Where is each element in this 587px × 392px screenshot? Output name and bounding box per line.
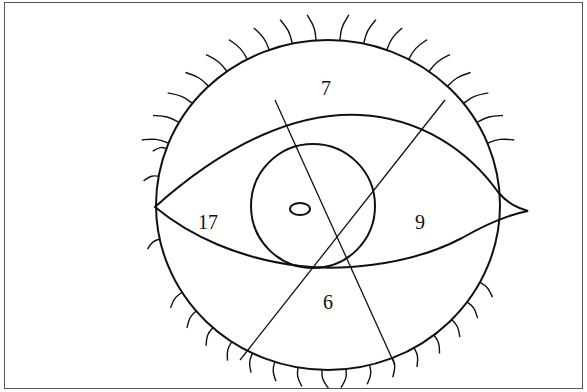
outer-circle — [156, 40, 500, 370]
eyelash — [487, 139, 514, 143]
eyelash — [307, 15, 316, 40]
eyelash — [467, 302, 477, 318]
eyelash — [452, 320, 460, 338]
eyelash — [409, 40, 427, 60]
eyelash — [250, 353, 253, 372]
eyelash — [340, 15, 349, 40]
eyelash — [142, 139, 169, 143]
eyelash — [464, 93, 489, 103]
eyelash — [364, 20, 376, 44]
region-number: 6 — [321, 291, 335, 313]
cross-line — [275, 100, 395, 365]
eyelash — [227, 342, 232, 361]
eyelash — [153, 116, 179, 123]
eye-outline — [155, 115, 528, 268]
eyelash — [187, 311, 196, 328]
eyelash — [392, 358, 394, 377]
region-number: 17 — [196, 211, 220, 233]
eyelash — [171, 292, 183, 307]
cross-line — [240, 100, 445, 360]
eyelash — [447, 72, 470, 86]
eyelash — [367, 365, 371, 384]
eyelash — [429, 55, 450, 72]
eyelash — [206, 328, 213, 346]
eyelash — [280, 20, 292, 44]
eyelash — [185, 72, 208, 86]
pupil — [290, 203, 310, 215]
eyelash — [148, 239, 160, 249]
region-number: 7 — [319, 77, 333, 99]
eyelashes — [142, 15, 514, 388]
eyelash — [273, 362, 276, 381]
eyelash — [168, 93, 193, 103]
eyelash — [341, 369, 346, 388]
region-number: 9 — [413, 211, 427, 233]
eyelash — [144, 176, 159, 181]
eyelash — [387, 28, 402, 50]
eyelash — [414, 348, 418, 367]
eyelash — [322, 370, 328, 388]
eyelash — [206, 55, 227, 72]
eyelash — [254, 28, 269, 50]
eyelash — [477, 116, 503, 123]
eyelash — [153, 147, 167, 151]
eyelash — [297, 367, 301, 386]
eyelash — [229, 40, 247, 60]
eyelash — [480, 282, 493, 297]
eyelash — [434, 335, 440, 353]
frame — [5, 3, 583, 389]
iris — [251, 144, 375, 268]
